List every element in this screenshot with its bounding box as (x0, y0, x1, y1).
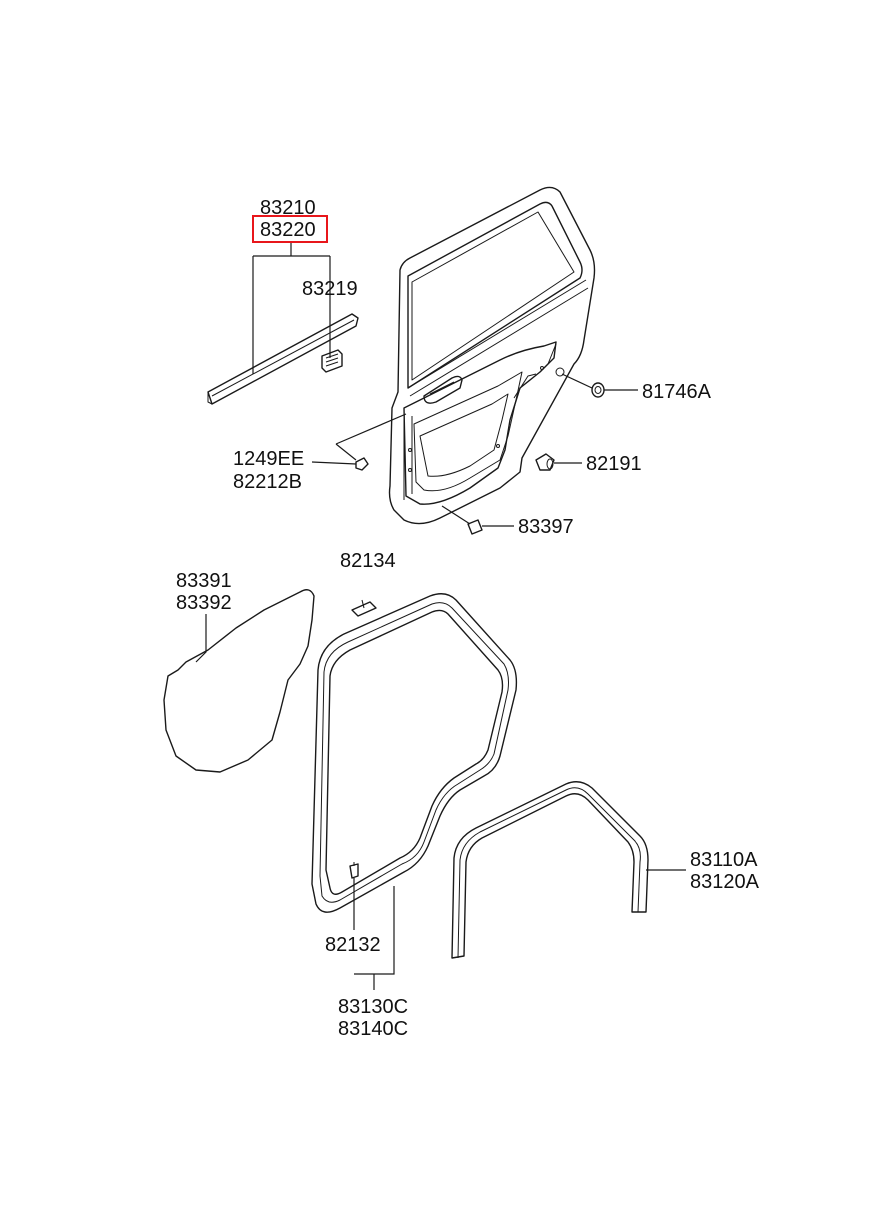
leader-83220 (252, 242, 331, 374)
rear-door-assembly (388, 186, 596, 525)
label-83392[interactable]: 83392 (176, 592, 232, 614)
label-83120a[interactable]: 83120A (690, 871, 760, 893)
door-weatherstrip-part (311, 593, 518, 913)
label-81746a[interactable]: 81746A (642, 381, 712, 403)
frame-weatherstrip-part (451, 781, 649, 959)
label-83110a[interactable]: 83110A (690, 849, 758, 871)
leader-83391 (195, 614, 207, 663)
label-83130c[interactable]: 83130C (338, 996, 408, 1018)
fastener-82134-part (351, 599, 377, 617)
label-83220[interactable]: 83220 (260, 219, 316, 241)
label-83397[interactable]: 83397 (518, 516, 574, 538)
leader-81746a (561, 373, 638, 391)
sealing-sheet-part (163, 589, 315, 773)
clip-83397-part (467, 519, 483, 535)
label-82134[interactable]: 82134 (340, 550, 396, 572)
cap-82191-part (535, 453, 555, 471)
label-83210[interactable]: 83210 (260, 197, 316, 219)
moulding-clip-part (321, 349, 343, 373)
leader-83397 (441, 505, 514, 527)
label-1249ee[interactable]: 1249EE (233, 448, 304, 470)
leader-1249ee (311, 413, 407, 465)
label-83219[interactable]: 83219 (302, 278, 358, 300)
label-82212b[interactable]: 82212B (233, 471, 302, 493)
plug-81746a-part (591, 382, 605, 398)
label-83391[interactable]: 83391 (176, 570, 232, 592)
leader-83130c (354, 886, 395, 990)
label-83140c[interactable]: 83140C (338, 1018, 408, 1040)
highlight-box-83220 (252, 215, 328, 243)
label-82191[interactable]: 82191 (586, 453, 642, 475)
fastener-82132-part (349, 862, 359, 879)
label-82132[interactable]: 82132 (325, 934, 381, 956)
bolt-1249ee-part (355, 457, 369, 471)
